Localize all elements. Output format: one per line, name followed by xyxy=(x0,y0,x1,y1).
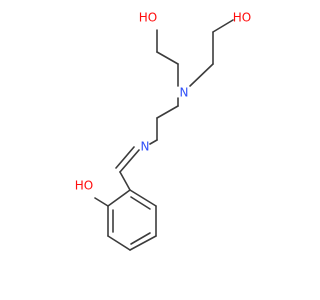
bond xyxy=(94,197,109,207)
imine-nitrogen-label: N xyxy=(141,140,150,154)
hydroxyl-label: HO xyxy=(139,11,157,25)
bond xyxy=(129,235,157,251)
bond xyxy=(130,232,151,245)
bond xyxy=(119,149,140,173)
bond xyxy=(107,189,131,207)
bond xyxy=(149,139,158,145)
bond xyxy=(156,105,179,119)
amine-nitrogen-label: N xyxy=(180,86,189,100)
bond xyxy=(129,189,157,207)
bond xyxy=(130,196,151,210)
molecule-diagram: HO HO N N HO xyxy=(75,11,251,251)
phenol-hydroxyl-label: HO xyxy=(75,179,93,193)
bond xyxy=(107,235,131,251)
bond xyxy=(189,63,214,87)
bond xyxy=(212,19,234,33)
hydroxyl-label: HO xyxy=(233,11,251,25)
bond xyxy=(119,171,131,191)
bond-layer xyxy=(94,19,234,251)
bond xyxy=(115,146,135,169)
bond xyxy=(156,51,179,65)
atom-label-layer: HO HO N N HO xyxy=(75,11,251,193)
